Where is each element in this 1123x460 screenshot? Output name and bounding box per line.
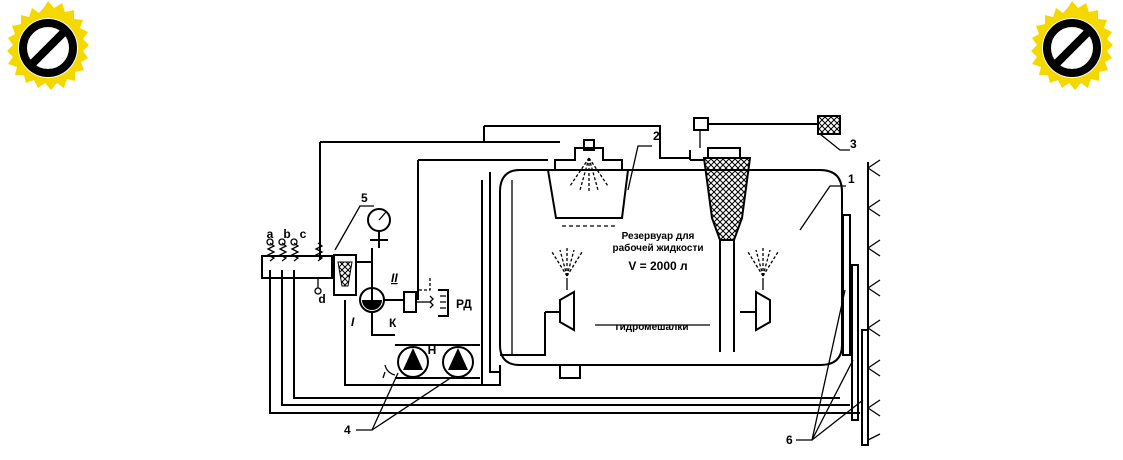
fill-hose-strainer xyxy=(693,115,841,148)
roman-two-label: II xyxy=(391,271,398,285)
callout-5: 5 xyxy=(361,191,368,205)
pressure-gauge-icon xyxy=(367,208,391,248)
distributor-block xyxy=(261,238,333,295)
tank-label-line2: рабочей жидкости xyxy=(612,242,703,254)
tank-volume-label: V = 2000 л xyxy=(628,259,687,273)
callout-3: 3 xyxy=(850,137,857,151)
mixers-label: гидромешалки xyxy=(615,322,688,333)
callout-1: 1 xyxy=(848,172,855,186)
left-prohibition-icon xyxy=(7,1,89,90)
valve-a-label: a xyxy=(267,227,274,241)
regulator-label: РД xyxy=(456,297,472,311)
callout-2: 2 xyxy=(653,129,660,143)
roman-one-label: I xyxy=(351,315,355,329)
boom-sections xyxy=(842,159,881,446)
pump-label: Н xyxy=(428,343,437,357)
diagram-labels: Резервуар для рабочей жидкости V = 2000 … xyxy=(267,129,857,447)
leader-lines xyxy=(334,133,864,441)
drive-arrow-icon xyxy=(382,364,396,379)
inner-return-line xyxy=(500,312,546,356)
valve-c-label: c xyxy=(300,227,307,241)
valve-k-label: К xyxy=(389,316,397,330)
hydro-mixer-left xyxy=(545,248,583,332)
pump-left-icon xyxy=(397,346,429,378)
pressure-filter xyxy=(333,254,373,300)
callout-4: 4 xyxy=(344,423,351,437)
tank-label-line1: Резервуар для xyxy=(622,231,695,242)
tank-filler-strainer xyxy=(546,139,630,227)
right-prohibition-icon xyxy=(1031,1,1113,90)
tank xyxy=(499,169,843,379)
valve-k xyxy=(359,248,404,336)
pump-right-icon xyxy=(442,346,474,378)
hydro-mixer-right xyxy=(740,248,779,332)
piping xyxy=(269,125,860,414)
valve-b-label: b xyxy=(283,227,290,241)
valve-d-label: d xyxy=(318,292,325,306)
tank-filter-column xyxy=(689,147,752,352)
callout-6: 6 xyxy=(786,433,793,447)
pressure-regulator xyxy=(403,276,449,317)
